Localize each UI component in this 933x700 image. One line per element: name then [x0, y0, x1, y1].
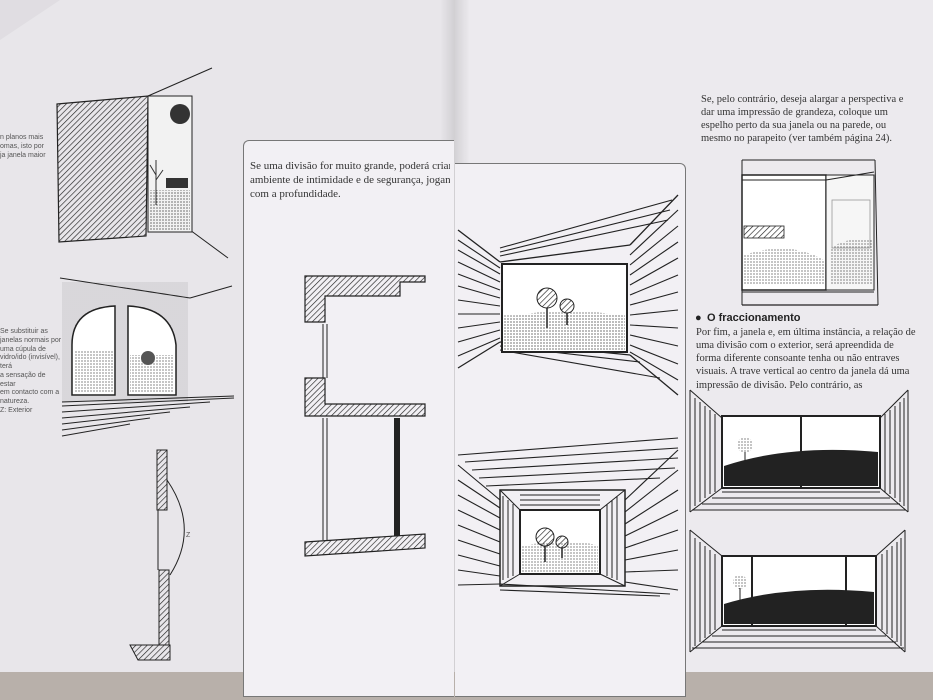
caption-open-window: n planos mais omas, isto por ja janela m… — [0, 134, 46, 159]
wall-section-label: Z — [186, 532, 191, 539]
depth-panel-text-wrap: Se uma divisão for muito grande, poderá … — [250, 160, 450, 201]
depth-panel-text: Se uma divisão for muito grande, poderá … — [250, 160, 450, 200]
perspective-panel — [455, 163, 686, 697]
depth-panel — [243, 140, 454, 697]
caption-dome-window: Se substituir as janelas normais por uma… — [0, 328, 62, 414]
intro-paragraph: Se, pelo contrário, deseja alargar a per… — [701, 94, 904, 145]
body-paragraph: Por fim, a janela e, em última instância… — [696, 327, 916, 391]
heading-bullet: ● — [695, 312, 702, 324]
section-heading: O fraccionamento — [707, 312, 801, 324]
